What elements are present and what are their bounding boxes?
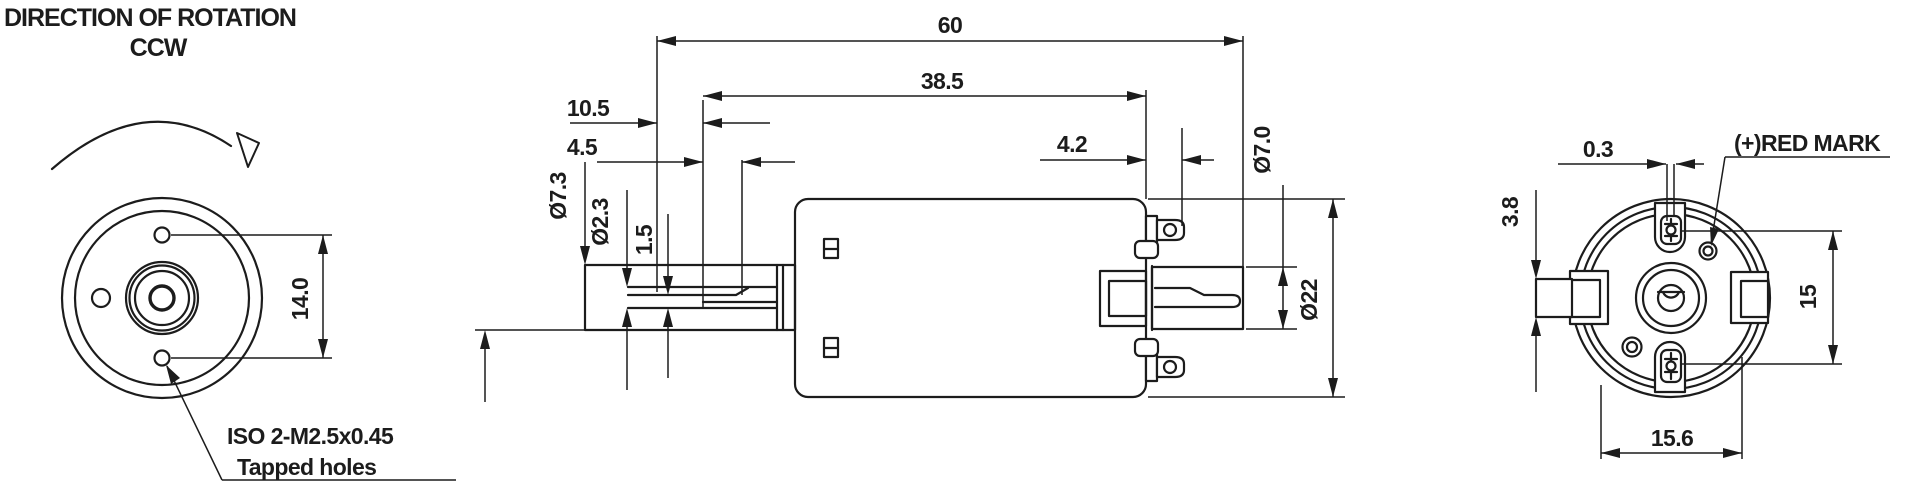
terminal-base-top bbox=[1144, 214, 1159, 245]
dim-label-14: 14.0 bbox=[287, 278, 313, 320]
rotation-title: DIRECTION OF ROTATION bbox=[4, 4, 296, 32]
thread-spec-label: ISO 2-M2.5x0.45 bbox=[227, 423, 394, 449]
rear-view: 0.3 (+)RED MARK 3.8 15 bbox=[1497, 130, 1890, 459]
tapped-hole-top bbox=[153, 226, 171, 244]
extension-lines bbox=[475, 36, 1345, 398]
dim-label-7-0: Ø7.0 bbox=[1249, 126, 1275, 173]
dim-label-15: 15 bbox=[1795, 284, 1821, 309]
rear-bearing-housing bbox=[1098, 269, 1148, 328]
front-bushing bbox=[583, 263, 797, 332]
red-mark-label: (+)RED MARK bbox=[1734, 130, 1881, 156]
dim-rear-boss-diameter: Ø7.0 bbox=[1249, 126, 1288, 329]
cap-tab-bottom bbox=[1133, 337, 1160, 358]
front-shaft bbox=[148, 284, 176, 312]
tapped-hole-bottom bbox=[153, 349, 171, 367]
tapped-holes-label: Tapped holes bbox=[237, 454, 376, 480]
dim-label-38-5: 38.5 bbox=[921, 68, 964, 94]
ccw-arc-arrow bbox=[50, 120, 260, 171]
dim-label-15-6: 15.6 bbox=[1651, 425, 1693, 451]
rotation-direction-label: CCW bbox=[130, 34, 188, 62]
rear-center-boss bbox=[1634, 261, 1708, 335]
dim-label-2-3: Ø2.3 bbox=[587, 198, 613, 245]
dim-hole-spacing: 14.0 bbox=[171, 234, 332, 359]
dim-terminal-spacing: 15 bbox=[1682, 230, 1842, 365]
rear-boss bbox=[1150, 265, 1245, 331]
dim-mark-offset: 0.3 bbox=[1558, 136, 1704, 221]
dim-shaft-diameter: Ø2.3 bbox=[587, 190, 632, 390]
side-view: 60 38.5 10.5 4.5 bbox=[475, 12, 1345, 402]
rear-small-hole bbox=[1621, 336, 1643, 358]
dim-label-4-2: 4.2 bbox=[1057, 131, 1087, 157]
front-side-hole bbox=[90, 287, 112, 309]
dim-label-4-5: 4.5 bbox=[567, 134, 598, 160]
left-tab-edge bbox=[1534, 277, 1574, 319]
red-mark-hole bbox=[1698, 241, 1718, 261]
front-view: DIRECTION OF ROTATION CCW 14.0 bbox=[4, 4, 456, 481]
dim-across-flats: 15.6 bbox=[1600, 357, 1743, 459]
dim-body-diameter: Ø22 bbox=[1296, 199, 1338, 397]
dim-label-1-5: 1.5 bbox=[631, 224, 657, 255]
dim-label-22: Ø22 bbox=[1296, 279, 1322, 321]
rear-side-tabs bbox=[1534, 269, 1770, 326]
rear-shaft-end bbox=[1656, 283, 1686, 313]
terminal-lug-top bbox=[1155, 218, 1186, 242]
rear-terminal-bottom bbox=[1653, 340, 1687, 394]
red-mark-callout: (+)RED MARK bbox=[1710, 130, 1890, 246]
dim-label-3-8: 3.8 bbox=[1497, 196, 1523, 227]
cap-tab-top bbox=[1133, 239, 1160, 260]
motor-body bbox=[793, 197, 1148, 399]
dim-overall-length: 60 bbox=[657, 12, 1243, 46]
dim-bushing-diameter: Ø7.3 bbox=[480, 162, 590, 402]
dim-shaft-flat: 1.5 bbox=[631, 214, 673, 378]
dim-tab-width: 3.8 bbox=[1497, 190, 1541, 392]
terminal-lug-bottom bbox=[1155, 355, 1186, 379]
terminal-base-bottom bbox=[1144, 352, 1159, 383]
dim-label-10-5: 10.5 bbox=[567, 95, 610, 121]
dim-terminal-length: 4.2 bbox=[1040, 131, 1214, 165]
dim-front-section: 10.5 bbox=[567, 95, 770, 128]
dim-label-0-3: 0.3 bbox=[1583, 136, 1613, 162]
rear-terminal-top bbox=[1653, 201, 1687, 254]
rear-end-cap bbox=[1133, 214, 1245, 383]
front-face-outline bbox=[60, 196, 264, 400]
tapped-hole-note: ISO 2-M2.5x0.45 Tapped holes bbox=[166, 365, 456, 481]
ccw-arrowhead-icon bbox=[236, 132, 260, 168]
dim-label-60: 60 bbox=[938, 12, 962, 38]
dim-label-7-3: Ø7.3 bbox=[545, 172, 571, 219]
dim-body-length: 38.5 bbox=[703, 68, 1146, 101]
dim-bushing-step: 4.5 bbox=[567, 134, 795, 167]
